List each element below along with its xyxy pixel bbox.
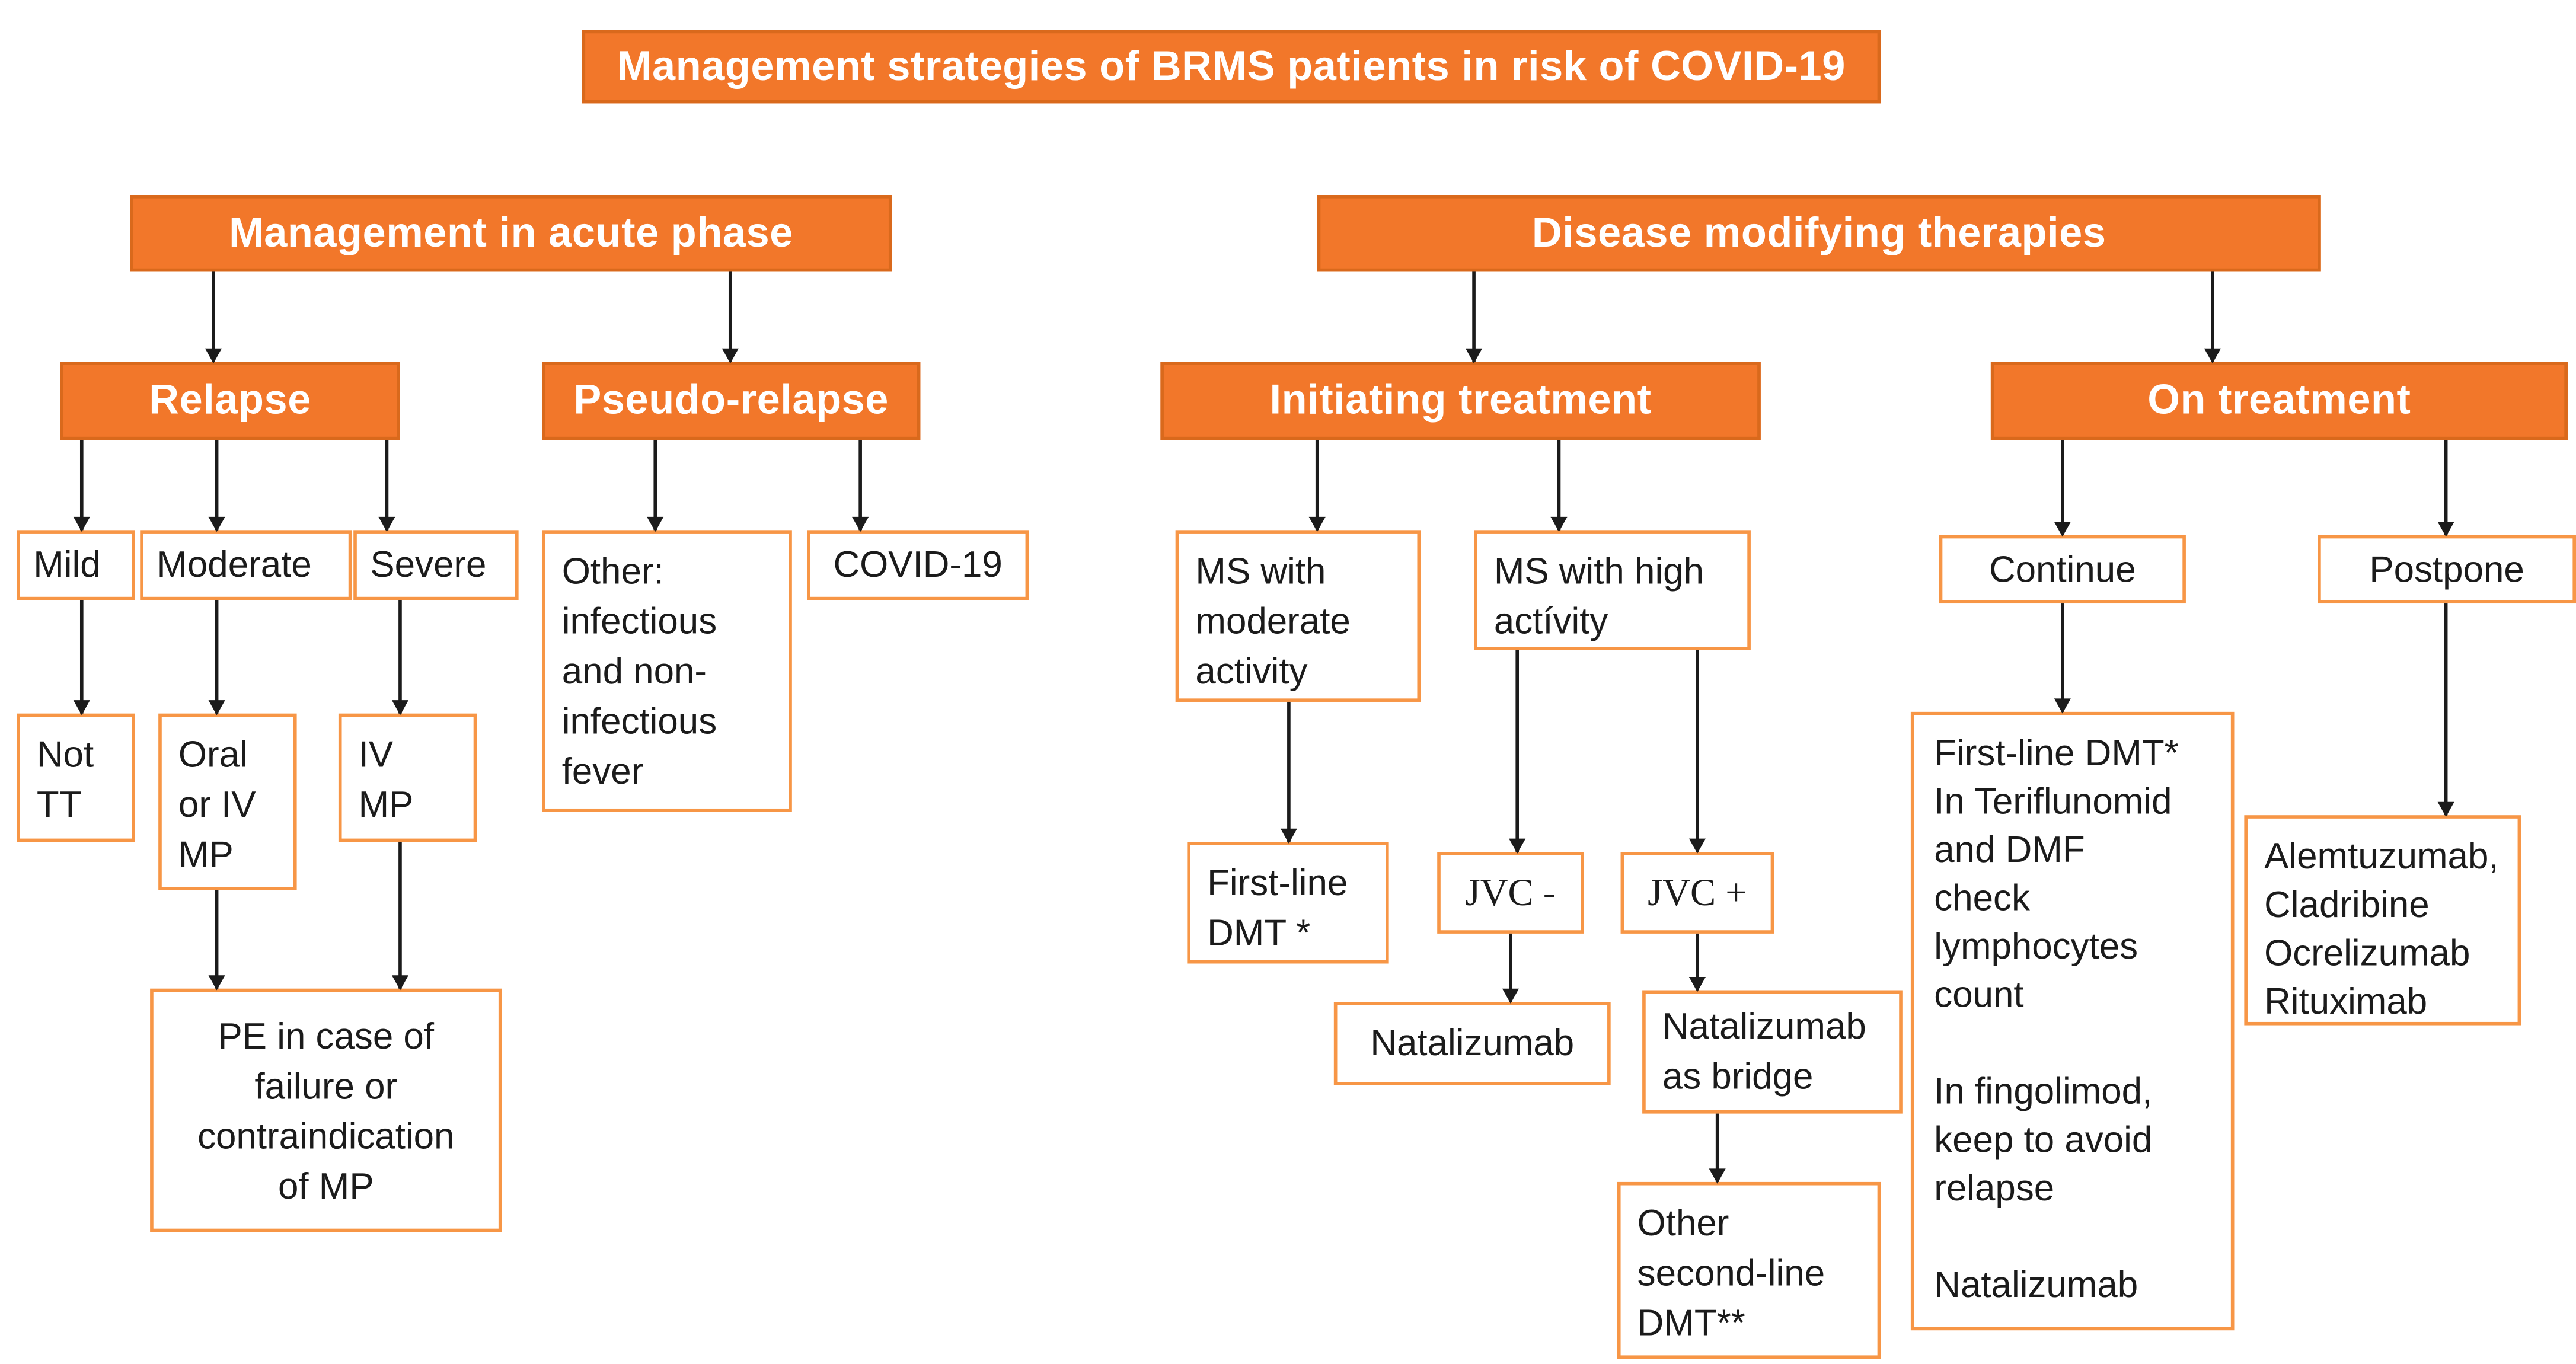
arrow-initiating-to-ms-moderate [1315, 440, 1319, 531]
continue-detail-box: First-line DMT* In Teriflunomid and DMF … [1910, 711, 2235, 1331]
covid19-box: COVID-19 [807, 530, 1029, 600]
on-treatment-box: On treatment [1990, 362, 2568, 440]
arrow-jvc-positive-to-bridge [1696, 933, 1699, 991]
arrow-acute-to-relapse [212, 271, 215, 362]
arrow-ms-high-to-jvc-positive [1696, 650, 1699, 852]
arrow-relapse-to-moderate [215, 440, 219, 531]
iv-mp-box: IV MP [338, 713, 477, 842]
arrow-continue-to-detail [2061, 603, 2064, 712]
arrow-moderate-to-oral-iv-mp [215, 600, 219, 714]
ms-high-activity-box: MS with high actívity [1474, 530, 1751, 650]
arrow-ms-moderate-to-first-line [1287, 701, 1291, 842]
arrow-dmt-to-on-treatment [2211, 271, 2214, 362]
jvc-positive-box: JVC + [1620, 852, 1774, 934]
figure-title: Management strategies of BRMS patients i… [582, 30, 1881, 104]
natalizumab-box: Natalizumab [1333, 1002, 1611, 1085]
arrow-dmt-to-initiating [1472, 271, 1476, 362]
natalizumab-bridge-box: Natalizumab as bridge [1642, 990, 1903, 1114]
arrow-relapse-to-mild [79, 440, 84, 531]
pseudo-relapse-box: Pseudo-relapse [541, 362, 921, 440]
continue-box: Continue [1939, 535, 2186, 604]
moderate-box: Moderate [140, 530, 352, 600]
arrow-on-treatment-to-postpone [2444, 440, 2448, 535]
arrow-iv-mp-to-pe [398, 842, 402, 989]
arrow-relapse-to-severe [385, 440, 389, 531]
severe-box: Severe [353, 530, 519, 600]
acute-phase-header: Management in acute phase [130, 195, 892, 272]
arrow-postpone-to-detail [2444, 603, 2448, 816]
relapse-box: Relapse [60, 362, 400, 440]
not-tt-box: Not TT [17, 713, 135, 842]
arrow-on-treatment-to-continue [2061, 440, 2064, 535]
pe-box: PE in case of failure or contraindicatio… [150, 988, 502, 1232]
arrow-oral-iv-mp-to-pe [215, 890, 219, 989]
arrow-severe-to-iv-mp [398, 600, 402, 714]
arrow-pseudo-to-other-fever [653, 440, 657, 531]
postpone-box: Postpone [2318, 535, 2576, 604]
first-line-dmt-box: First-line DMT * [1187, 842, 1389, 964]
initiating-treatment-box: Initiating treatment [1160, 362, 1761, 440]
dmt-header: Disease modifying therapies [1317, 195, 2321, 272]
arrow-initiating-to-ms-high [1557, 440, 1561, 531]
arrow-mild-to-not-tt [79, 600, 84, 714]
arrow-acute-to-pseudo-relapse [728, 271, 732, 362]
arrow-jvc-negative-to-natalizumab [1509, 933, 1512, 1002]
arrow-pseudo-to-covid19 [858, 440, 862, 531]
mild-box: Mild [17, 530, 135, 600]
jvc-negative-box: JVC - [1437, 852, 1584, 934]
postpone-detail-box: Alemtuzumab, Cladribine Ocrelizumab Ritu… [2244, 815, 2521, 1026]
arrow-ms-high-to-jvc-negative [1515, 650, 1520, 852]
other-second-line-dmt-box: Other second-line DMT** [1617, 1181, 1881, 1359]
oral-iv-mp-box: Oral or IV MP [158, 713, 297, 890]
ms-moderate-activity-box: MS with moderate activity [1175, 530, 1421, 702]
other-fever-box: Other: infectious and non- infectious fe… [541, 530, 792, 812]
arrow-bridge-to-other-second-line [1715, 1113, 1719, 1182]
